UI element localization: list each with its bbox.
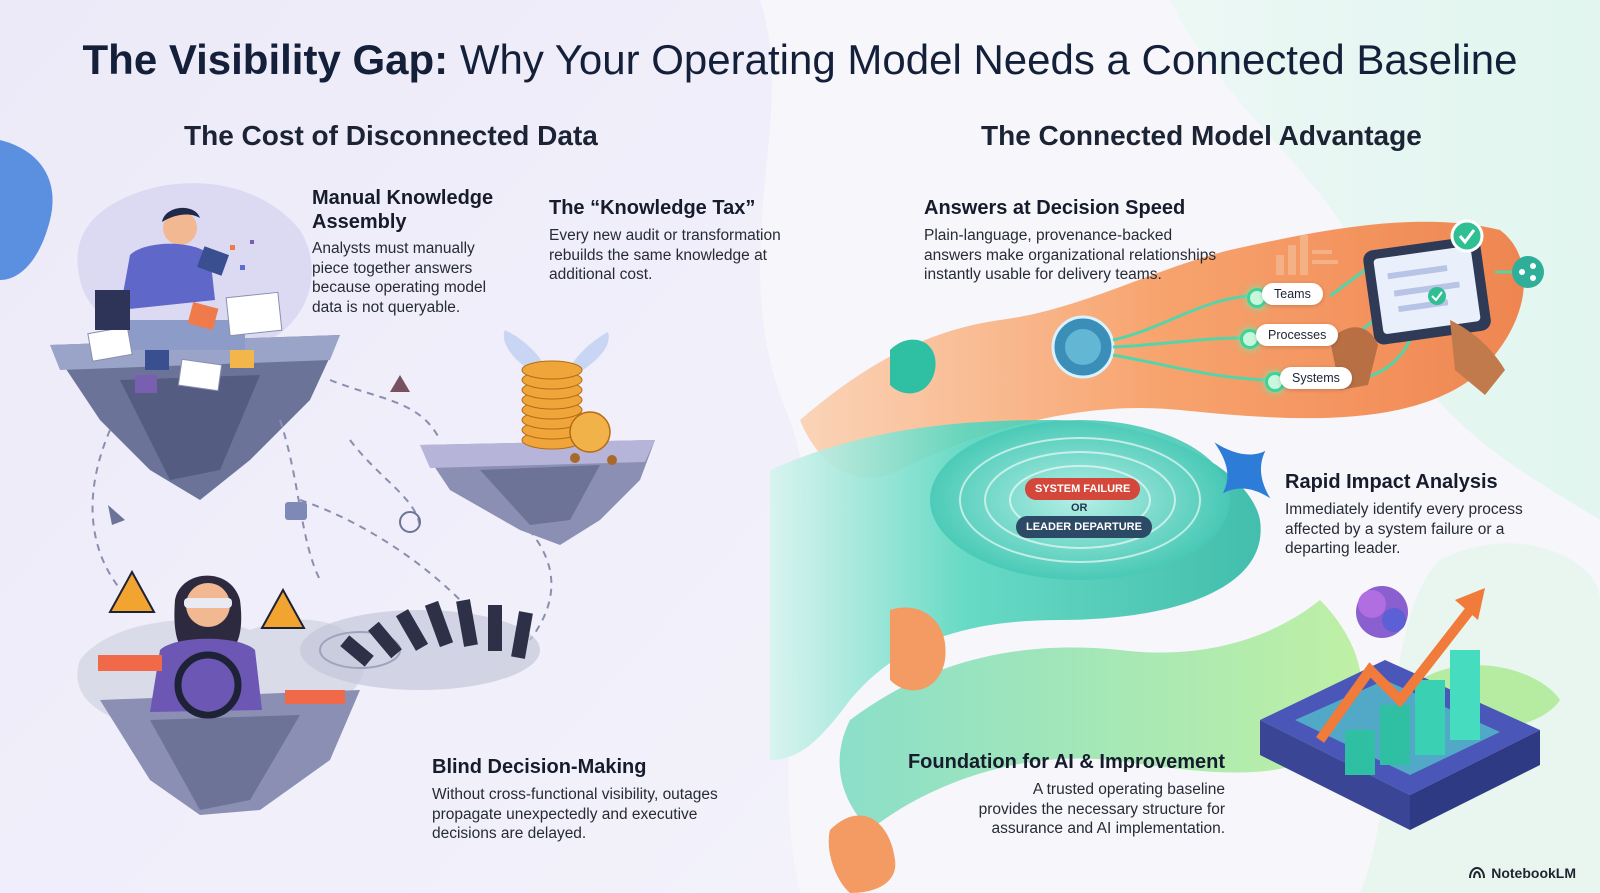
decision-speed-block: Answers at Decision Speed Plain-language… (924, 196, 1244, 285)
page-title: The Visibility Gap: Why Your Operating M… (0, 36, 1600, 84)
title-bold: The Visibility Gap: (82, 36, 449, 83)
growth-platform (1260, 586, 1540, 830)
brand-label: NotebookLM (1491, 865, 1576, 881)
decision-speed-body: Plain-language, provenance-backed answer… (924, 227, 1217, 283)
manual-assembly-body: Analysts must manually piece together an… (312, 240, 487, 316)
notebooklm-logo-icon (1469, 867, 1486, 879)
processes-node-label: Processes (1256, 324, 1339, 346)
teams-node-label: Teams (1262, 283, 1323, 305)
connection-lines (91, 379, 553, 641)
systems-node-label: Systems (1280, 367, 1352, 389)
right-section-heading: The Connected Model Advantage (981, 120, 1422, 151)
knowledge-tax-body: Every new audit or transformation rebuil… (549, 227, 781, 283)
manual-assembly-block: Manual Knowledge Assembly Analysts must … (312, 186, 512, 317)
leader-departure-tag: LEADER DEPARTURE (1016, 516, 1152, 538)
ripple-or-label: OR (1071, 502, 1088, 514)
system-failure-tag: SYSTEM FAILURE (1025, 478, 1141, 500)
blind-decision-body: Without cross-functional visibility, out… (432, 786, 718, 842)
tablet-device (1330, 219, 1544, 395)
driver-island (77, 569, 365, 815)
decision-speed-title: Answers at Decision Speed (924, 197, 1186, 219)
knowledge-tax-block: The “Knowledge Tax” Every new audit or t… (549, 196, 799, 285)
dominoes (300, 599, 540, 690)
blind-decision-block: Blind Decision-Making Without cross-func… (432, 755, 722, 844)
star-shape (1214, 442, 1271, 499)
foundation-body: A trusted operating baseline provides th… (978, 781, 1225, 837)
impact-analysis-block: Rapid Impact Analysis Immediately identi… (1285, 470, 1555, 559)
impact-analysis-title: Rapid Impact Analysis (1285, 471, 1498, 493)
analyst-island (50, 207, 340, 500)
knowledge-tax-title: The “Knowledge Tax” (549, 197, 756, 219)
impact-analysis-body: Immediately identify every process affec… (1285, 501, 1523, 557)
foundation-block: Foundation for AI & Improvement A truste… (900, 750, 1225, 839)
manual-assembly-title: Manual Knowledge Assembly (312, 187, 494, 233)
blind-decision-title: Blind Decision-Making (432, 756, 647, 778)
coin-island (420, 330, 655, 545)
title-rest: Why Your Operating Model Needs a Connect… (448, 36, 1518, 83)
left-section-heading: The Cost of Disconnected Data (184, 120, 598, 151)
foundation-title: Foundation for AI & Improvement (907, 751, 1225, 773)
notebooklm-brand: NotebookLM (1469, 865, 1576, 881)
small-icons (108, 375, 421, 533)
faded-bar-chart (1276, 235, 1338, 275)
